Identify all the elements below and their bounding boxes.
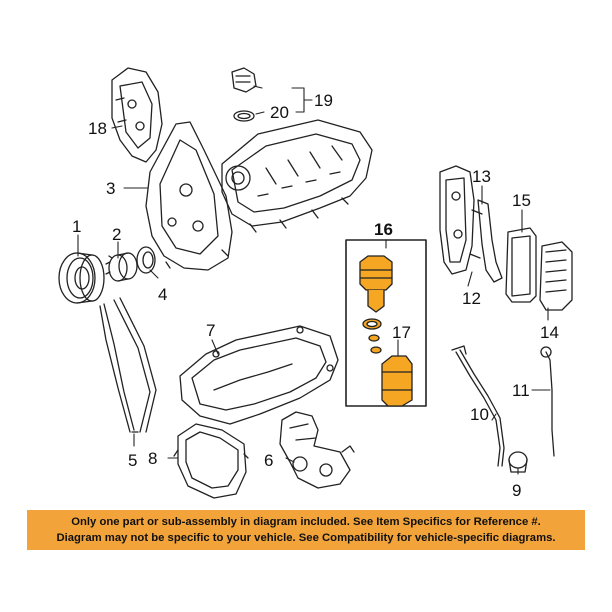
cylinder-head-part	[221, 119, 373, 233]
callout-11: 11	[512, 381, 530, 400]
leader-lines	[77, 85, 551, 475]
oil-filter-cap-part	[359, 255, 393, 313]
callout-4: 4	[158, 285, 167, 304]
o-ring-parts	[362, 318, 382, 354]
callout-17: 17	[392, 323, 411, 342]
housing-gasket-part	[477, 199, 503, 283]
callout-16: 16	[374, 220, 393, 239]
callout-12: 12	[462, 289, 481, 308]
timing-cover-part	[111, 67, 163, 163]
oil-filter-housing-part	[439, 165, 483, 275]
callout-15: 15	[512, 191, 531, 210]
callout-20: 20	[270, 103, 289, 122]
notice-line-1: Only one part or sub-assembly in diagram…	[71, 516, 541, 528]
lower-oil-pan-part	[173, 423, 249, 499]
callout-1: 1	[72, 217, 81, 236]
callout-2: 2	[112, 225, 121, 244]
callout-10: 10	[470, 405, 489, 424]
notice-banner: Only one part or sub-assembly in diagram…	[27, 510, 585, 550]
oil-pump-part	[279, 411, 355, 489]
callout-8: 8	[148, 449, 157, 468]
callout-13: 13	[472, 167, 491, 186]
engine-front-cover-part	[145, 121, 233, 271]
callout-6: 6	[264, 451, 273, 470]
callout-7: 7	[206, 321, 215, 340]
front-seal-part	[136, 246, 156, 274]
dipstick-tube-part	[451, 345, 505, 467]
callout-19: 19	[314, 91, 333, 110]
callout-18: 18	[88, 119, 107, 138]
upper-oil-pan-part	[179, 325, 339, 425]
callout-3: 3	[106, 179, 115, 198]
timing-chain-part	[99, 297, 157, 433]
crankshaft-pulley-part	[58, 252, 105, 304]
crankshaft-gear-part	[105, 252, 138, 282]
callout-14: 14	[540, 323, 559, 342]
notice-line-2: Diagram may not be specific to your vehi…	[56, 532, 556, 544]
callout-9: 9	[512, 481, 521, 500]
oil-filter-element-part	[381, 355, 413, 407]
oil-cooler-cover-part	[505, 227, 537, 303]
callout-5: 5	[128, 451, 137, 470]
notice-banner-bg	[27, 510, 585, 550]
oil-filler-cap-part	[231, 67, 257, 122]
oil-cooler-part	[539, 241, 573, 311]
callout-labels: 1 2 3 4 5 6 7 8 9 10 11 12 13 14 15 16 1…	[72, 91, 559, 500]
dipstick-part	[540, 346, 555, 457]
